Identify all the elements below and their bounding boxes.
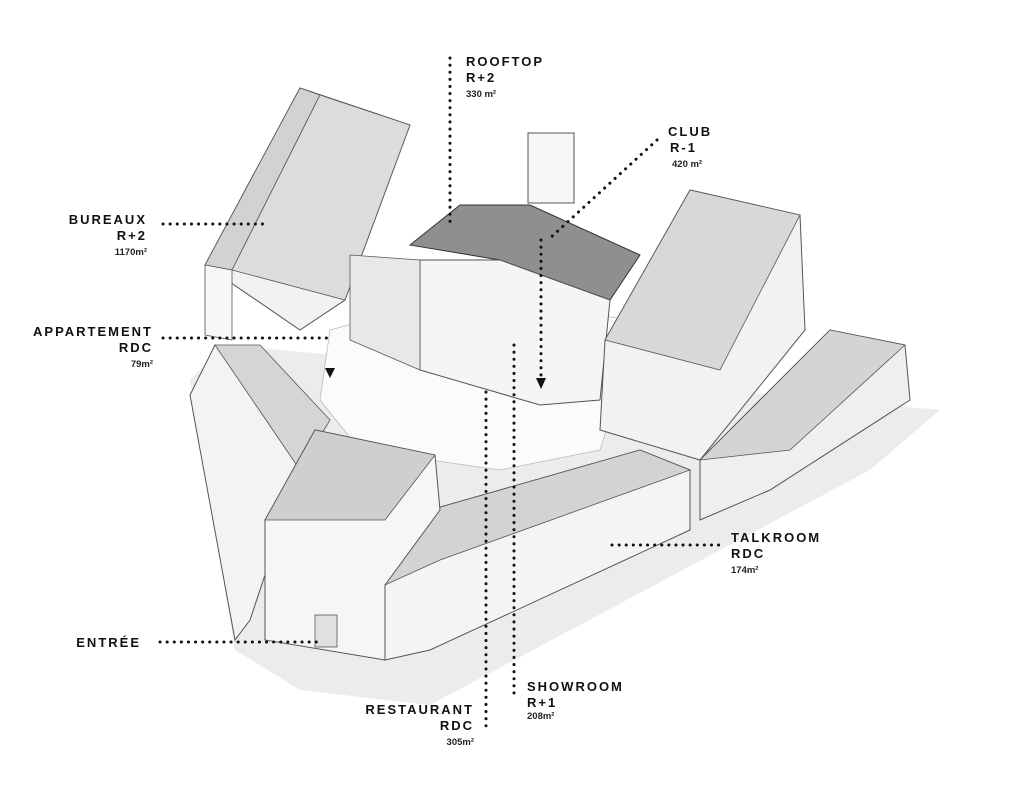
label-restaurant-level: RDC (439, 718, 474, 733)
label-talkroom-area: 174m² (731, 565, 759, 576)
label-rooftop-name: ROOFTOP (466, 54, 545, 69)
left-wing (204, 87, 411, 341)
label-club-area: 420 m² (672, 159, 703, 170)
label-club: CLUB R-1 420 m² (668, 125, 712, 170)
label-appartement: APPARTEMENT RDC 79m² (33, 325, 153, 370)
label-restaurant-area: 305m² (446, 737, 474, 748)
label-entree-name: ENTRÉE (76, 635, 141, 650)
label-appartement-name: APPARTEMENT (33, 324, 153, 339)
label-club-level: R-1 (670, 140, 697, 155)
label-showroom-area: 208m² (527, 711, 555, 722)
left-lower-wing (189, 344, 331, 642)
label-talkroom-level: RDC (731, 546, 766, 561)
label-bureaux-level: R+2 (116, 228, 147, 243)
label-bureaux: BUREAUX R+2 1170m² (69, 213, 147, 258)
label-showroom-level: R+1 (527, 695, 558, 710)
label-club-name: CLUB (668, 124, 713, 139)
leader-lines (158, 56, 724, 732)
label-bureaux-name: BUREAUX (68, 212, 147, 227)
label-rooftop-level: R+2 (466, 70, 497, 85)
right-wing (599, 189, 806, 461)
label-rooftop: ROOFTOP R+2 330 m² (466, 55, 544, 100)
central-pavilion (349, 132, 641, 406)
label-showroom-name: SHOWROOM (527, 679, 624, 694)
label-entree: ENTRÉE (76, 636, 141, 649)
label-bureaux-area: 1170m² (114, 247, 147, 258)
label-rooftop-area: 330 m² (466, 89, 497, 100)
front-wing (383, 449, 692, 661)
label-showroom: SHOWROOM R+1 208m² (527, 680, 624, 722)
label-appartement-level: RDC (118, 340, 153, 355)
corner-pavilion (264, 429, 441, 661)
leader-club-arrow (536, 378, 546, 389)
leader-appartement-arrow (325, 368, 335, 378)
label-appartement-area: 79m² (130, 359, 153, 370)
label-restaurant: RESTAURANT RDC 305m² (365, 703, 474, 748)
right-annex (698, 329, 911, 521)
label-talkroom: TALKROOM RDC 174m² (731, 531, 821, 576)
label-restaurant-name: RESTAURANT (365, 702, 474, 717)
label-talkroom-name: TALKROOM (731, 530, 822, 545)
